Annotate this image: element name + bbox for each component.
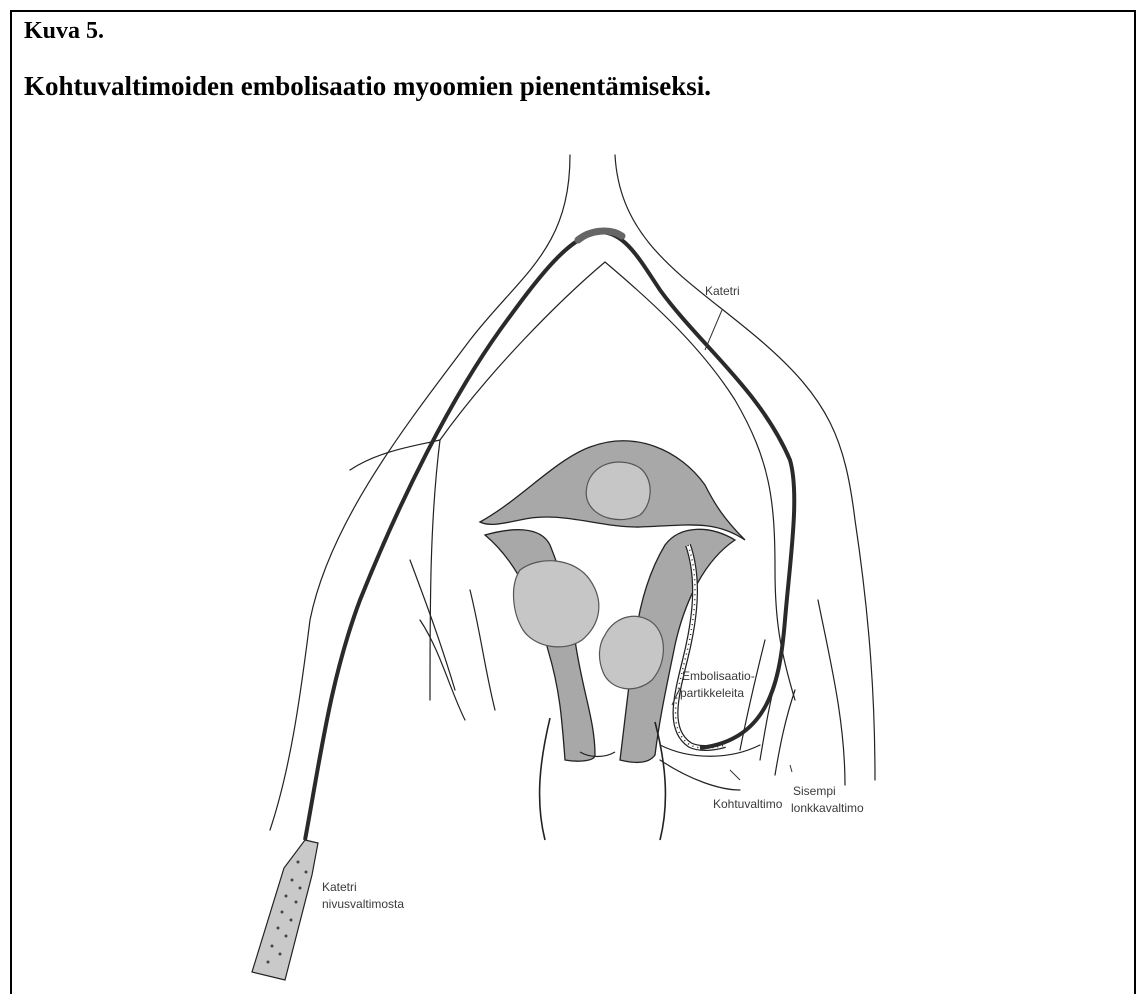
label-femoral-catheter-2: nivusvaltimosta [322,897,404,911]
label-uterine-artery: Kohtuvaltimo [713,797,783,811]
label-particles-2: partikkeleita [680,686,744,700]
fibroid-left [514,561,599,647]
artery-inner-right [818,600,845,785]
label-internal-iliac-1: Sisempi [793,784,836,798]
fibroid-right [599,616,663,689]
catheter-sheath [252,840,318,980]
label-internal-iliac-2: lonkkavaltimo [791,801,864,815]
label-catheter: Katetri [705,284,740,298]
fibroid-top [586,462,650,520]
artery-inner-left [350,440,440,700]
label-femoral-catheter-1: Katetri [322,880,357,894]
label-particles-1: Embolisaatio- [682,669,755,683]
